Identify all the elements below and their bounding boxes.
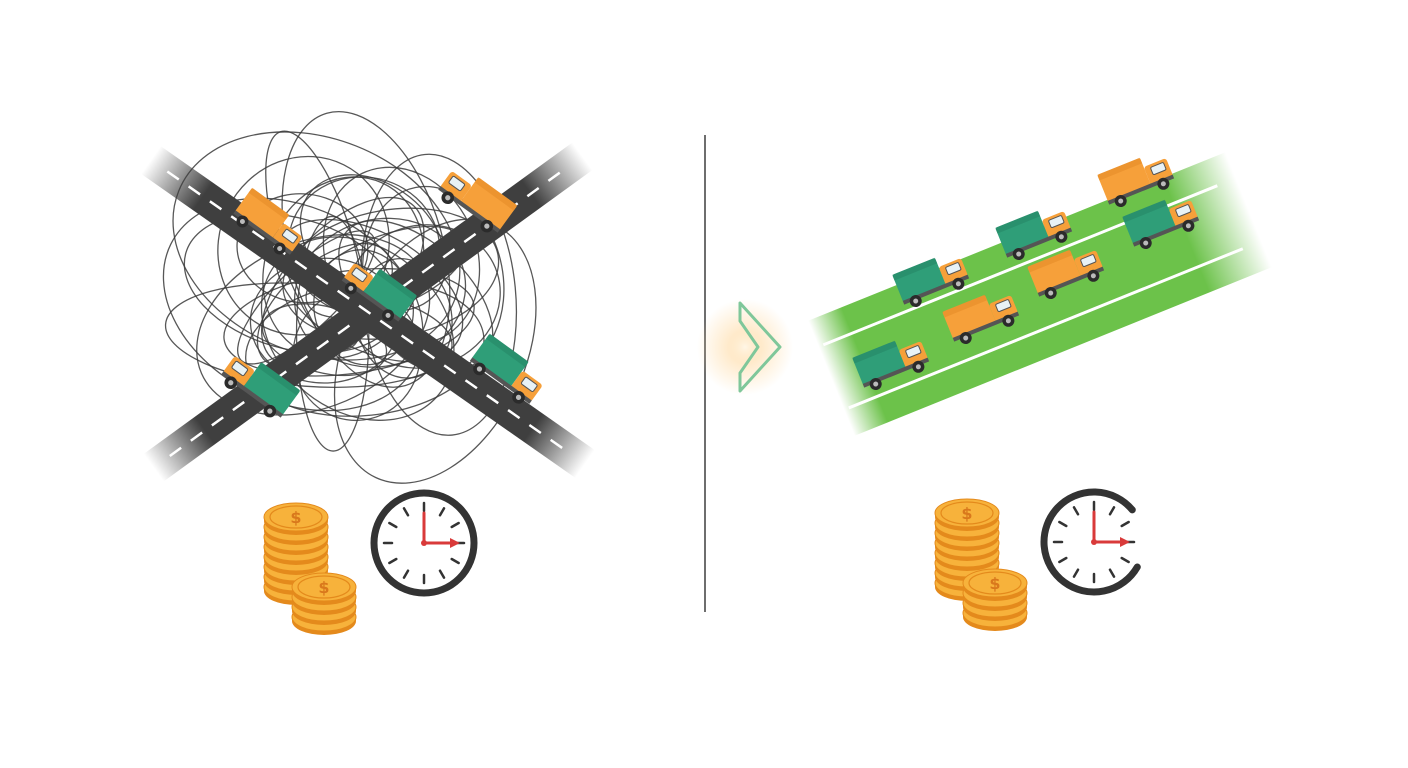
scribble-loop [237,230,376,365]
scribble-loop [236,193,369,304]
truck-icon [995,210,1073,261]
clock-icon [1040,488,1141,596]
clock-tick [1120,556,1130,564]
truck-icon [852,340,930,391]
left-trucks [221,172,542,418]
clock-tick [438,569,446,579]
clock-tick [438,507,446,517]
coin-stack-icon: $$ [934,498,1028,631]
clock-tick [388,557,398,565]
clock-ring [1040,488,1141,596]
center-transition [598,135,793,612]
truck-icon [1027,249,1105,300]
dollar-symbol: $ [318,578,329,597]
scribble-loop [293,217,467,368]
truck-icon [341,263,418,322]
clock-hands [1091,510,1130,547]
clock-icon [370,489,478,597]
truck-icon [942,294,1020,345]
clock-tick [1108,568,1116,578]
transition-arrow-icon [598,301,782,393]
clock-hands [421,511,460,548]
clock-tick [1058,520,1068,528]
dollar-symbol: $ [989,574,1000,593]
clock-tick [1072,506,1080,516]
truck-icon [892,257,970,308]
right-trucks [852,157,1200,391]
clock-tick [388,521,398,529]
coin-stack-icon: $$ [263,502,357,635]
clock-tick [1072,568,1080,578]
truck-icon [1097,157,1175,208]
scribble-loop [223,267,475,377]
clock-tick [402,569,410,579]
coin [263,502,329,535]
truck-icon [469,333,542,404]
coin [934,498,1000,531]
clock-tick [450,557,460,565]
clock-tick [450,521,460,529]
truck-icon [233,187,302,255]
dollar-symbol: $ [290,508,301,527]
arrow-glow [697,299,793,395]
clock-tick [1108,506,1116,516]
truck-icon [1122,199,1200,250]
truck-icon [221,357,301,418]
coin [962,568,1028,601]
clock-tick [1120,520,1130,528]
coin [291,572,357,605]
dollar-symbol: $ [961,504,972,523]
clock-tick [1058,556,1068,564]
clock-tick [402,507,410,517]
truck-icon [438,172,518,233]
right-panel-efficient: $$ [808,152,1272,631]
left-panel-inefficient: $$ [141,110,595,635]
